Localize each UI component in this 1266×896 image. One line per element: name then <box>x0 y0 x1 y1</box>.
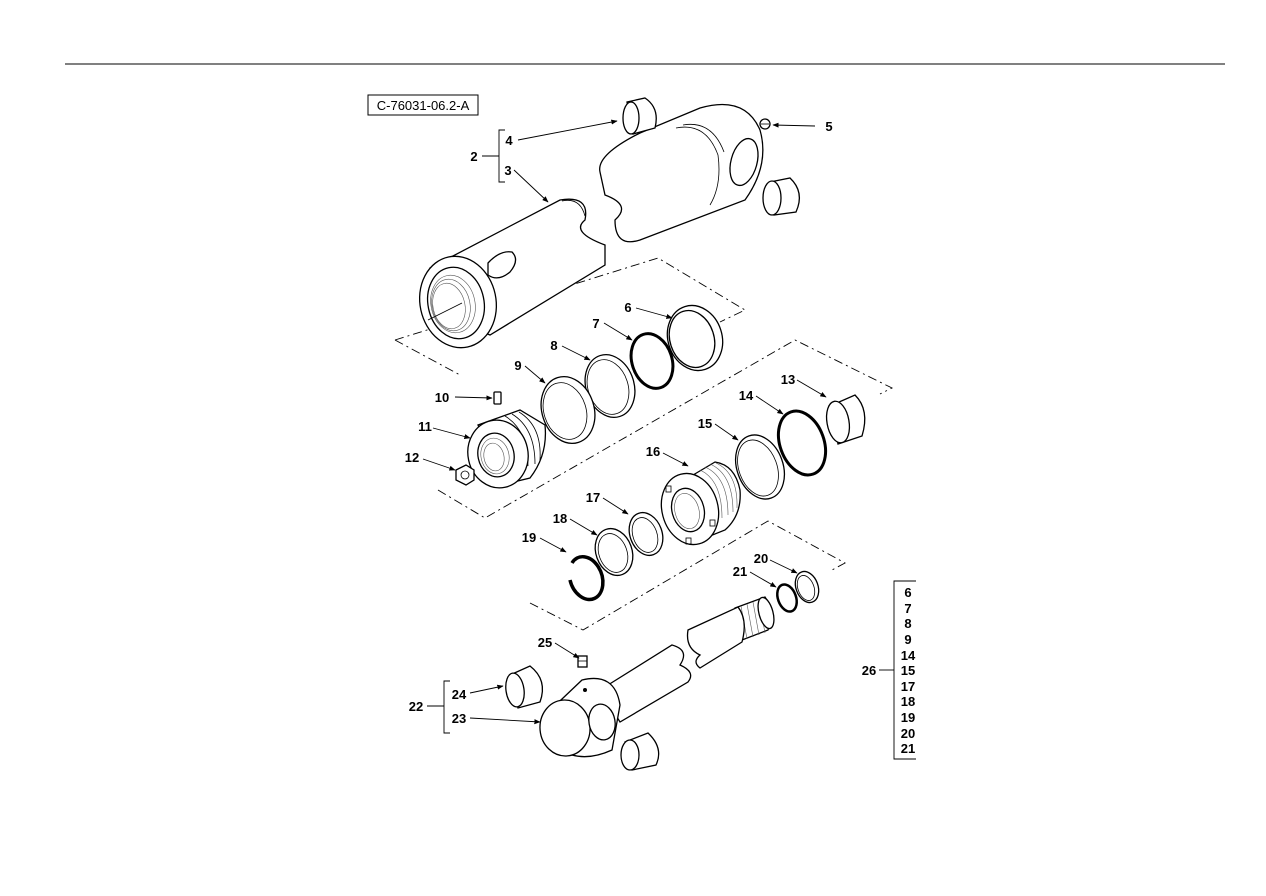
kit-26-item: 18 <box>901 694 915 709</box>
bushing-rod-eye <box>505 665 544 709</box>
retaining-ring-19 <box>568 555 605 602</box>
ring-17 <box>628 511 664 557</box>
callout-labels: 2 3 4 5 6 7 8 9 10 11 12 13 14 15 16 17 … <box>405 119 876 726</box>
callout-7: 7 <box>592 316 599 331</box>
set-screw <box>493 391 502 405</box>
bracket-26 <box>879 580 916 760</box>
callout-3: 3 <box>504 163 511 178</box>
leader-lines <box>422 119 827 725</box>
callout-8: 8 <box>550 338 557 353</box>
callout-23: 23 <box>452 711 466 726</box>
callout-4: 4 <box>505 133 513 148</box>
kit-26-item: 17 <box>901 679 915 694</box>
kit-26-item: 6 <box>904 585 911 600</box>
o-ring-14 <box>776 409 828 477</box>
guide-line-barrel-assembly-lower <box>394 339 461 376</box>
callout-26: 26 <box>862 663 876 678</box>
kit-26-item: 14 <box>901 648 916 663</box>
ring-18 <box>594 527 634 577</box>
callout-10: 10 <box>435 390 449 405</box>
callout-17: 17 <box>586 490 600 505</box>
seal-ring-15 <box>734 434 786 500</box>
lock-nut <box>455 464 475 486</box>
callout-16: 16 <box>646 444 660 459</box>
grease-fitting-rod <box>577 655 588 668</box>
o-ring-21 <box>776 583 798 613</box>
bushing-barrel-upper <box>622 97 657 135</box>
callout-24: 24 <box>452 687 467 702</box>
cylinder-head <box>467 409 547 489</box>
callout-13: 13 <box>781 372 795 387</box>
kit-26-list: 6 7 8 9 14 15 17 18 19 20 21 <box>901 585 916 756</box>
piston-rod <box>539 596 775 758</box>
guide-line-piston-assembly <box>529 520 846 631</box>
bushing-13 <box>825 394 866 445</box>
guide-line-head-assembly <box>437 339 894 519</box>
callout-20: 20 <box>754 551 768 566</box>
figure-reference-box: C-76031-06.2-A <box>367 94 479 116</box>
bushing-barrel-right <box>762 177 801 216</box>
callout-19: 19 <box>522 530 536 545</box>
bracket-2 <box>482 129 505 183</box>
kit-26-item: 9 <box>904 632 911 647</box>
figure-reference: C-76031-06.2-A <box>377 98 470 113</box>
callout-14: 14 <box>739 388 754 403</box>
ring-20 <box>794 570 820 604</box>
callout-15: 15 <box>698 416 712 431</box>
callout-11: 11 <box>418 419 432 434</box>
barrel-tube <box>418 103 764 349</box>
o-ring-7 <box>629 332 675 390</box>
callout-25: 25 <box>538 635 552 650</box>
callout-5: 5 <box>825 119 832 134</box>
callout-18: 18 <box>553 511 567 526</box>
bracket-22 <box>427 680 450 734</box>
callout-9: 9 <box>514 358 521 373</box>
kit-26-item: 7 <box>904 601 911 616</box>
backup-ring-6 <box>666 304 724 372</box>
callout-12: 12 <box>405 450 419 465</box>
kit-26-item: 21 <box>901 741 915 756</box>
callout-6: 6 <box>624 300 631 315</box>
kit-26-item: 19 <box>901 710 915 725</box>
callout-22: 22 <box>409 699 423 714</box>
bushing-rod-eye-lower <box>620 732 660 771</box>
wear-ring-9 <box>540 376 596 444</box>
kit-26-item: 15 <box>901 663 915 678</box>
grease-fitting-barrel <box>759 118 771 130</box>
piston <box>660 461 741 546</box>
kit-26-item: 20 <box>901 726 915 741</box>
callout-2: 2 <box>470 149 477 164</box>
kit-26-item: 8 <box>904 616 911 631</box>
callout-21: 21 <box>733 564 747 579</box>
